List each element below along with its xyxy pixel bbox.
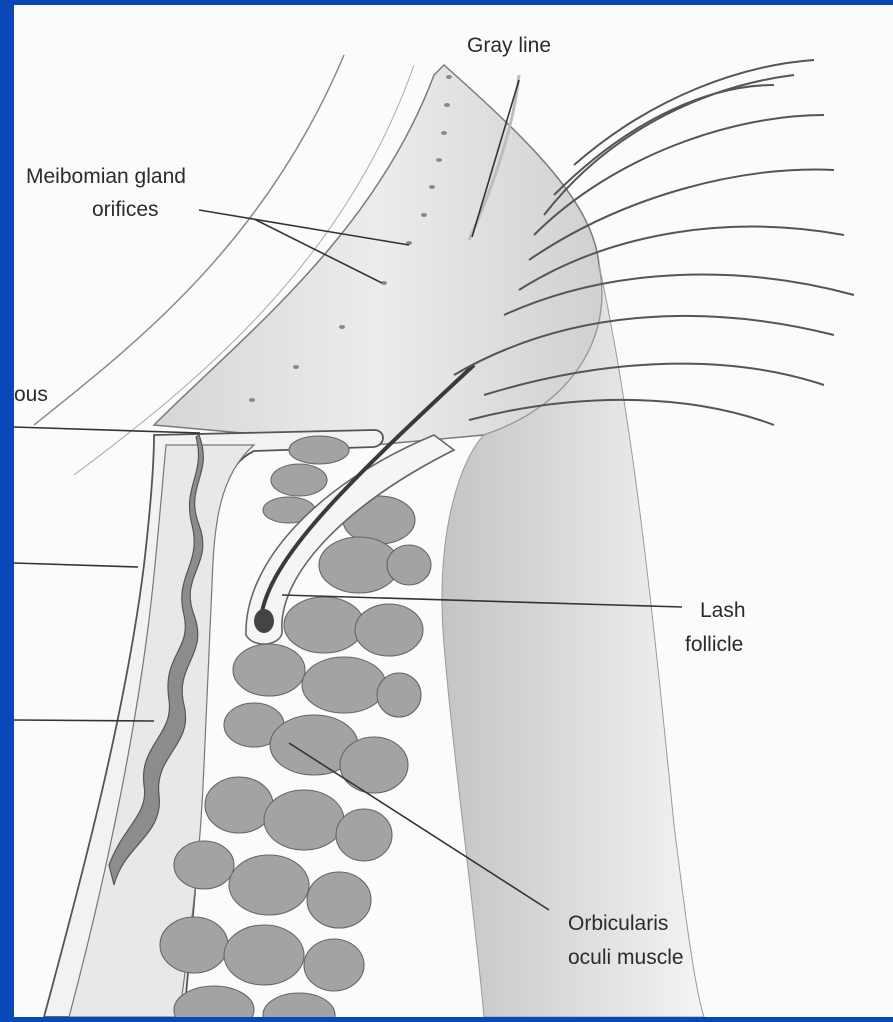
label-lash-1: Lash [700,598,746,624]
leader-partial-1 [14,427,200,433]
lash-bulb [254,609,274,633]
label-partial-left: ous [14,382,48,408]
leader-partial-2 [14,563,138,567]
label-orbicularis-1: Orbicularis [568,911,668,937]
eyelid-cross-section-diagram [14,5,893,1017]
label-lash-2: follicle [685,632,743,658]
label-gray-line: Gray line [467,33,551,59]
label-meibomian-2: orifices [92,197,159,223]
diagram-paper: Gray line Meibomian gland orifices ous L… [14,5,893,1017]
label-meibomian-1: Meibomian gland [26,164,186,190]
label-orbicularis-2: oculi muscle [568,945,684,971]
leader-partial-3 [14,720,154,721]
